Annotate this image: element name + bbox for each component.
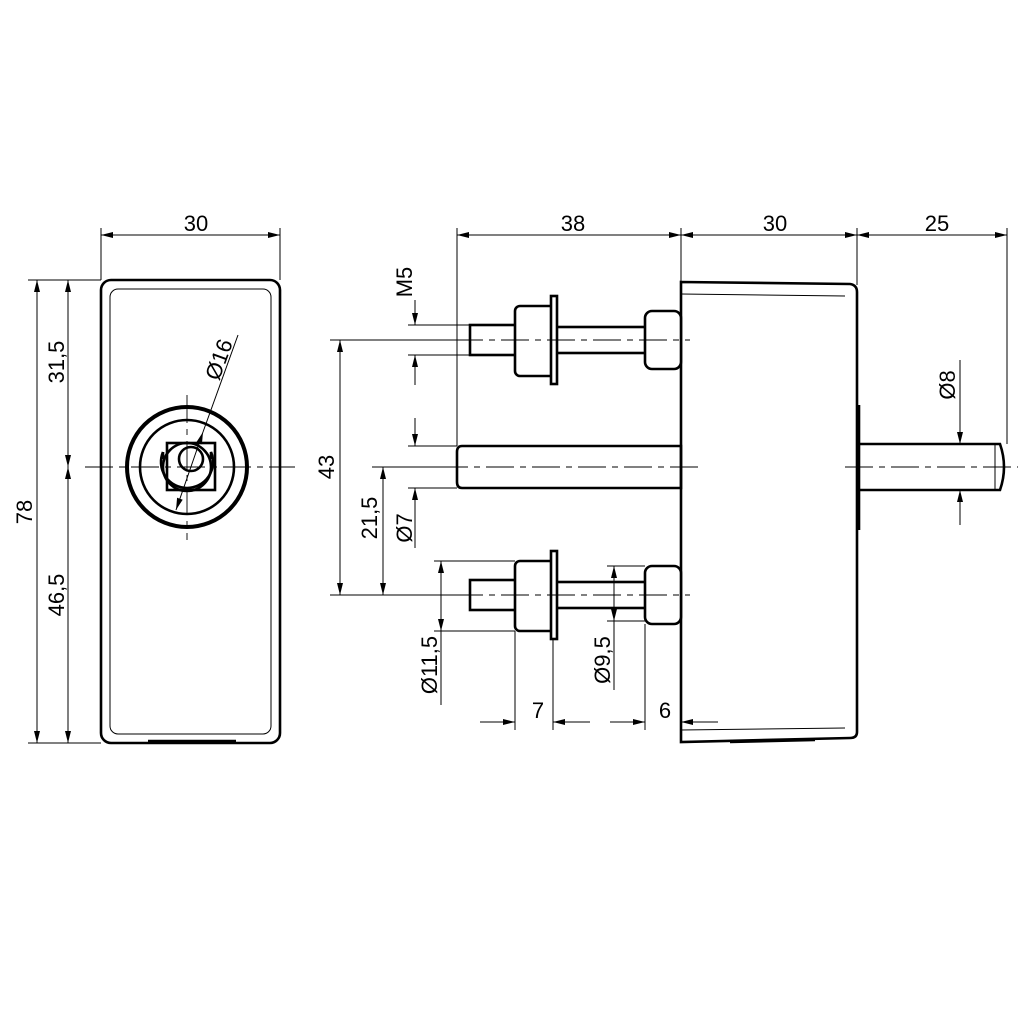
label-spindle-length: 38 (561, 211, 585, 236)
upper-screw (455, 294, 690, 386)
label-right-shaft-diameter: Ø8 (935, 370, 960, 399)
lower-screw (455, 549, 690, 641)
front-body-outline (99, 278, 282, 745)
label-thread: M5 (392, 267, 417, 298)
label-front-width: 30 (184, 211, 208, 236)
label-upper: 31,5 (44, 341, 69, 384)
front-view: 30 78 31,5 46,5 Ø16 (12, 211, 295, 745)
label-lower: 46,5 (44, 574, 69, 617)
front-body-inner (109, 288, 272, 735)
handle-body (679, 280, 859, 744)
label-rosette-diameter: Ø16 (200, 336, 238, 384)
label-right-shaft-length: 25 (925, 211, 949, 236)
label-spindle-diameter: Ø7 (392, 513, 417, 542)
label-bush-diameter: Ø11,5 (417, 636, 442, 694)
square-spindle (455, 444, 683, 490)
label-nut-length: 6 (659, 698, 671, 723)
label-nut-diameter: Ø9,5 (590, 636, 615, 684)
label-screw-spacing: 43 (314, 455, 339, 479)
label-bush-length: 7 (532, 698, 544, 723)
dim-rosette-diameter (175, 431, 204, 511)
label-front-height: 78 (12, 500, 37, 524)
side-view: 38 30 25 M5 43 21,5 Ø7 Ø11,5 Ø9,5 7 6 Ø8 (314, 211, 1018, 744)
label-body-depth: 30 (763, 211, 787, 236)
label-half-spacing: 21,5 (357, 497, 382, 540)
